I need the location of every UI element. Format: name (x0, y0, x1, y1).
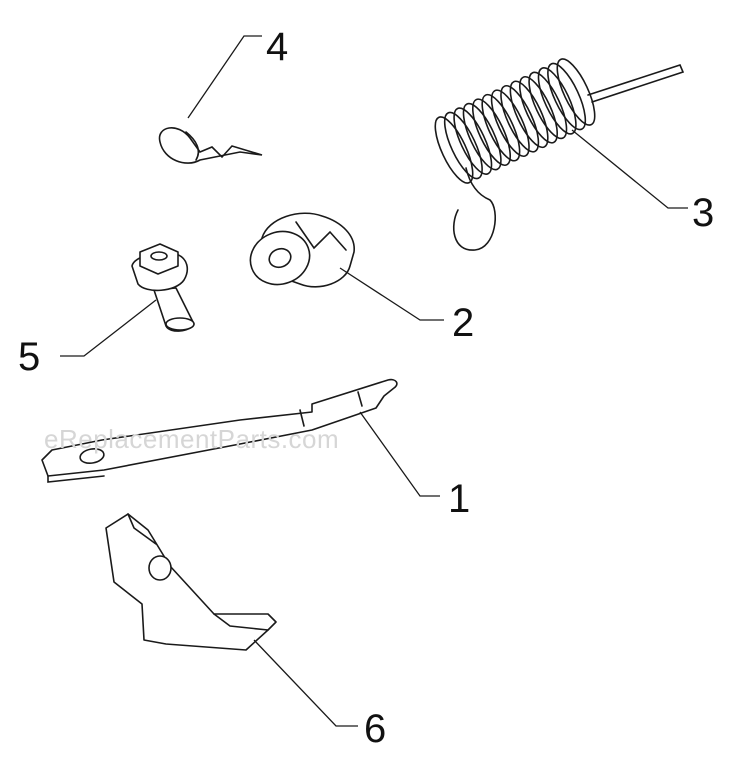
spring-coil (528, 71, 568, 140)
spring-coil (556, 58, 596, 126)
spring-coil (462, 102, 502, 171)
leader-line-2 (339, 267, 444, 321)
spring-coil (518, 75, 559, 144)
spring-coil (537, 67, 577, 135)
leader-line-6 (253, 639, 358, 727)
hair-pin-clip-icon (158, 127, 263, 164)
control-lever-plate-icon (41, 378, 398, 483)
spring-coil (434, 116, 474, 184)
leader-line-1 (359, 411, 440, 497)
bushing-icon (249, 212, 355, 288)
watermark-text: eReplacementParts.com (44, 424, 339, 454)
spring-coil (481, 93, 521, 162)
callout-5: 5 (18, 335, 40, 379)
callout-6: 6 (364, 707, 386, 751)
spring-coil (490, 89, 530, 158)
spring-coil (443, 111, 483, 180)
callout-1: 1 (448, 477, 470, 521)
spring-coil (471, 98, 512, 167)
callout-2: 2 (452, 301, 474, 345)
flange-bolt-icon (131, 243, 195, 332)
leader-line-5 (60, 299, 157, 357)
mounting-bracket-icon (105, 513, 277, 651)
spring-coil (500, 84, 540, 153)
leader-line-3 (571, 129, 688, 209)
callout-4: 4 (266, 25, 288, 69)
extension-spring-icon (434, 58, 685, 251)
spring-coil (509, 80, 549, 149)
leader-line-4 (187, 35, 262, 119)
callout-3: 3 (692, 191, 714, 235)
spring-coil (453, 107, 493, 175)
spring-coil (547, 62, 587, 131)
